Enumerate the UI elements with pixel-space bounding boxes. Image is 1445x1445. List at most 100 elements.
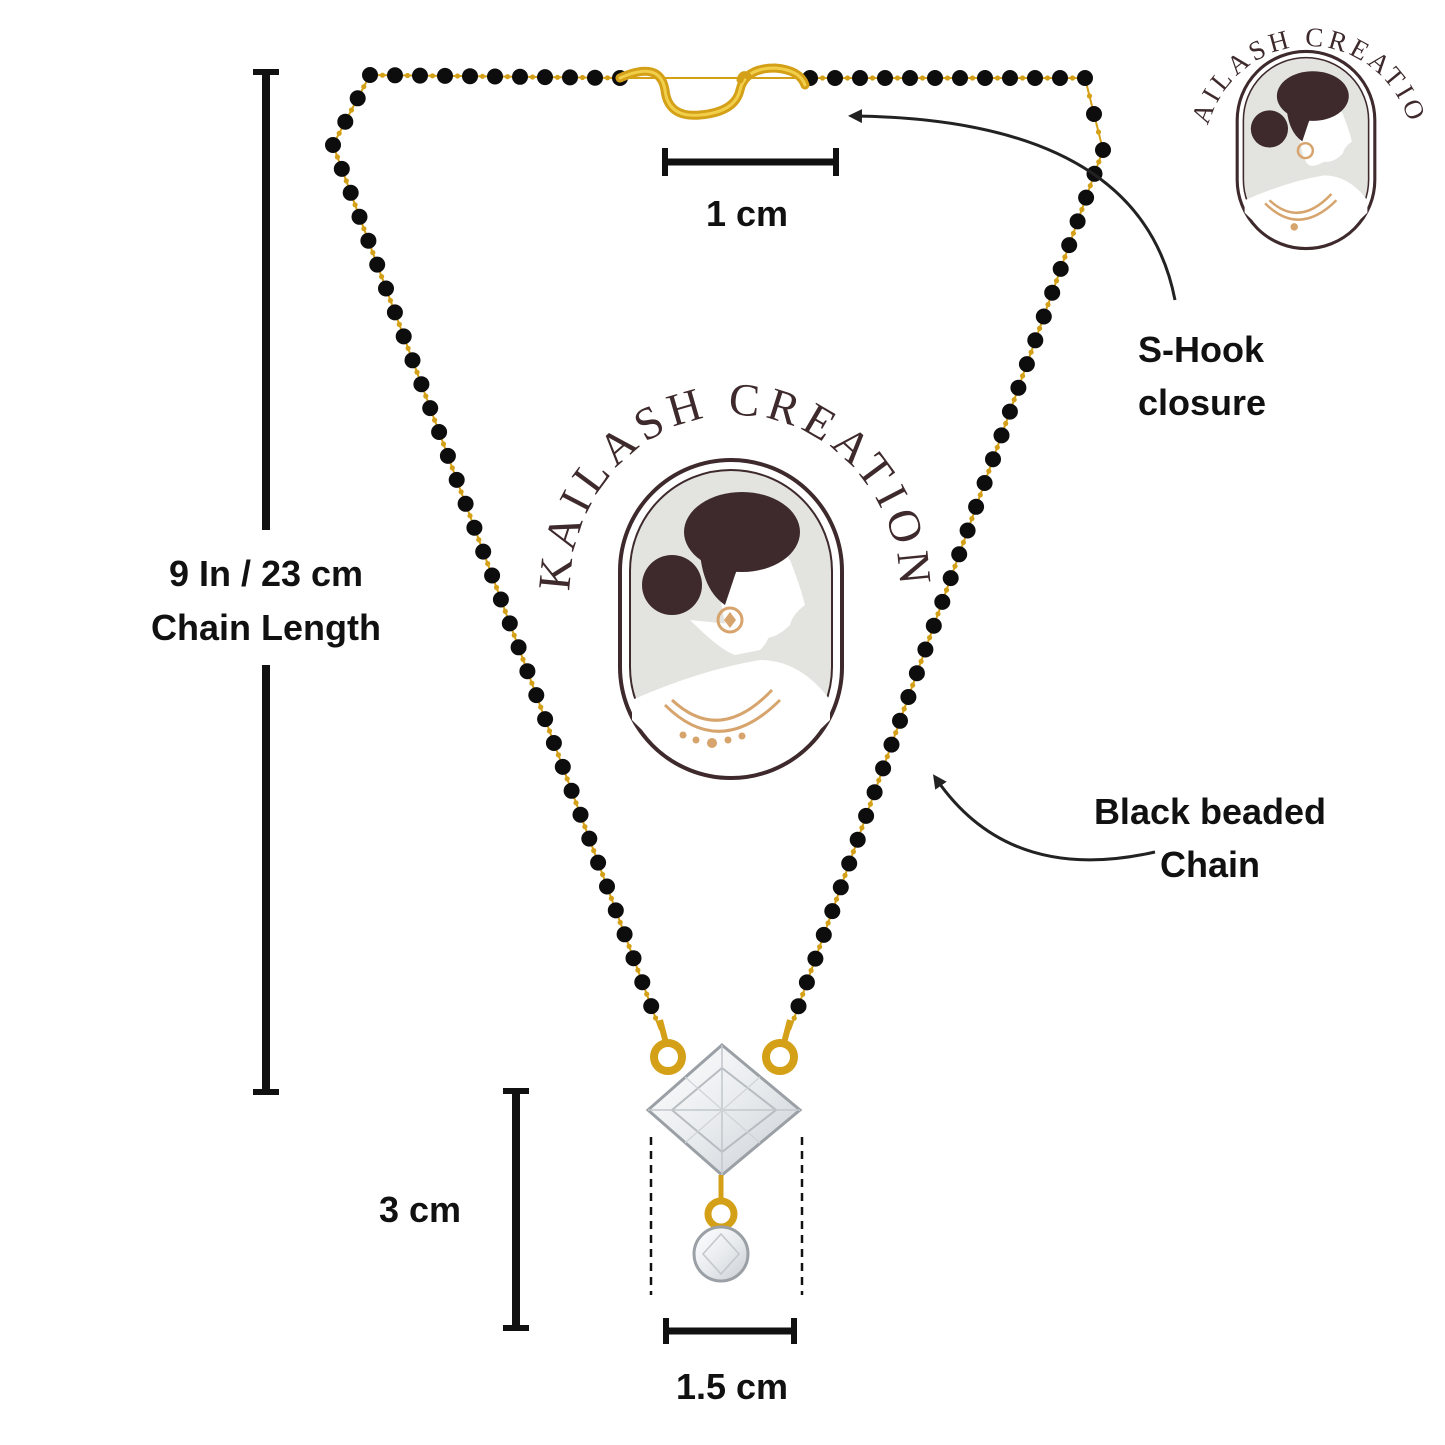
chain-gold-link xyxy=(952,563,958,569)
chain-gold-link xyxy=(361,84,367,90)
chain-gold-link xyxy=(1028,349,1034,355)
chain-bead xyxy=(1069,213,1086,230)
chain-gold-link xyxy=(918,658,924,665)
chain-bead xyxy=(951,546,968,563)
chain-gold-link xyxy=(432,417,438,423)
chain-gold-link xyxy=(867,801,874,807)
chain-bead xyxy=(952,70,968,86)
chain-bead xyxy=(1044,284,1061,301)
chain-gold-link xyxy=(479,73,486,79)
chain-gold-link xyxy=(520,656,526,662)
chain-bead xyxy=(827,70,843,86)
chain-gold-link xyxy=(555,752,562,758)
chain-bead xyxy=(545,735,562,751)
chain-gold-link xyxy=(994,75,1001,81)
black-beaded-chain xyxy=(325,67,1111,1031)
chain-bead xyxy=(841,855,858,872)
chain-gold-link xyxy=(582,824,588,830)
chain-bead xyxy=(351,208,368,225)
chain-gold-link xyxy=(379,72,386,78)
chain-bead xyxy=(325,137,341,153)
woman-portrait xyxy=(632,492,830,770)
chain-gold-link xyxy=(361,226,367,232)
chain-gold-link xyxy=(1062,254,1068,260)
chain-bead xyxy=(413,376,430,393)
chain-gold-link xyxy=(429,73,436,79)
chain-bead xyxy=(858,807,875,824)
chain-bead xyxy=(1086,106,1102,122)
chain-bead xyxy=(437,67,453,84)
chain-gold-link xyxy=(1096,159,1102,165)
chain-gold-link xyxy=(986,468,992,474)
chain-bead xyxy=(875,760,892,777)
chain-bead xyxy=(475,543,492,560)
s-hook-clasp xyxy=(615,63,810,120)
chain-gold-link xyxy=(529,74,536,80)
chain-gold-link xyxy=(808,967,814,974)
pendant-width-label: 1.5 cm xyxy=(676,1366,788,1407)
chain-gold-link xyxy=(869,75,876,81)
chain-bead xyxy=(832,879,849,896)
chain-bead xyxy=(448,471,465,488)
chain-length-dimension: 9 In / 23 cm Chain Length xyxy=(151,69,381,1095)
chain-gold-link xyxy=(348,107,355,113)
chain-bead xyxy=(934,593,951,610)
chain-bead xyxy=(968,498,985,515)
chain-gold-link xyxy=(404,72,411,79)
chain-length-line1: 9 In / 23 cm xyxy=(169,553,363,594)
chain-bead xyxy=(462,68,478,85)
chain-gold-link xyxy=(876,777,882,783)
closure-arrow xyxy=(848,109,1177,301)
chain-gold-link xyxy=(493,584,500,591)
closure-line2: closure xyxy=(1138,382,1266,423)
chain-bead xyxy=(387,67,403,84)
chain-gold-link xyxy=(791,1015,797,1021)
chain-bead xyxy=(484,567,501,584)
chain-gold-link xyxy=(1069,75,1076,81)
chain-gold-link xyxy=(591,848,597,854)
chain-bead xyxy=(492,591,509,608)
chain-bead xyxy=(852,70,868,86)
chain-line2: Chain xyxy=(1160,844,1260,885)
chain-bead xyxy=(587,69,603,86)
chain-line1: Black beaded xyxy=(1094,791,1326,832)
chain-gold-link xyxy=(449,465,455,471)
chain-bead xyxy=(395,328,412,345)
chain-bead xyxy=(625,950,642,967)
chain-bead xyxy=(1061,237,1078,254)
chain-bead xyxy=(362,67,378,83)
chain-gold-link xyxy=(1020,373,1026,379)
chain-gold-link xyxy=(944,75,951,81)
chain-bead xyxy=(634,974,651,991)
chain-gold-link xyxy=(1003,420,1009,427)
chain-gold-link xyxy=(405,345,411,351)
chain-bead xyxy=(342,184,359,201)
chain-bead xyxy=(487,68,503,85)
chain-gold-link xyxy=(423,393,429,399)
chain-gold-link xyxy=(573,800,579,806)
chain-gold-link xyxy=(1045,302,1051,308)
chain-bead xyxy=(902,70,918,86)
chain-bead xyxy=(643,998,660,1015)
chain-bead xyxy=(349,90,366,107)
chain-bead xyxy=(333,160,350,177)
chain-bead xyxy=(1095,142,1111,158)
chain-gold-link xyxy=(919,75,926,81)
chain-bead xyxy=(900,689,917,705)
chain-bead xyxy=(1077,70,1093,86)
chain-bead xyxy=(563,782,580,799)
chain-gold-link xyxy=(977,492,983,498)
chain-bead xyxy=(927,70,943,86)
chain-bead xyxy=(512,68,528,85)
chain-gold-link xyxy=(819,75,826,81)
chain-bead xyxy=(369,256,386,273)
chain-gold-link xyxy=(626,943,632,949)
chain-gold-link xyxy=(960,539,967,546)
chain-gold-link xyxy=(635,967,641,973)
chain-gold-link xyxy=(485,561,491,567)
chain-gold-link xyxy=(502,608,508,615)
chain-bead xyxy=(528,687,545,704)
chain-bead xyxy=(917,641,934,658)
chain-bead xyxy=(866,784,883,801)
chain-gold-link xyxy=(608,895,615,902)
